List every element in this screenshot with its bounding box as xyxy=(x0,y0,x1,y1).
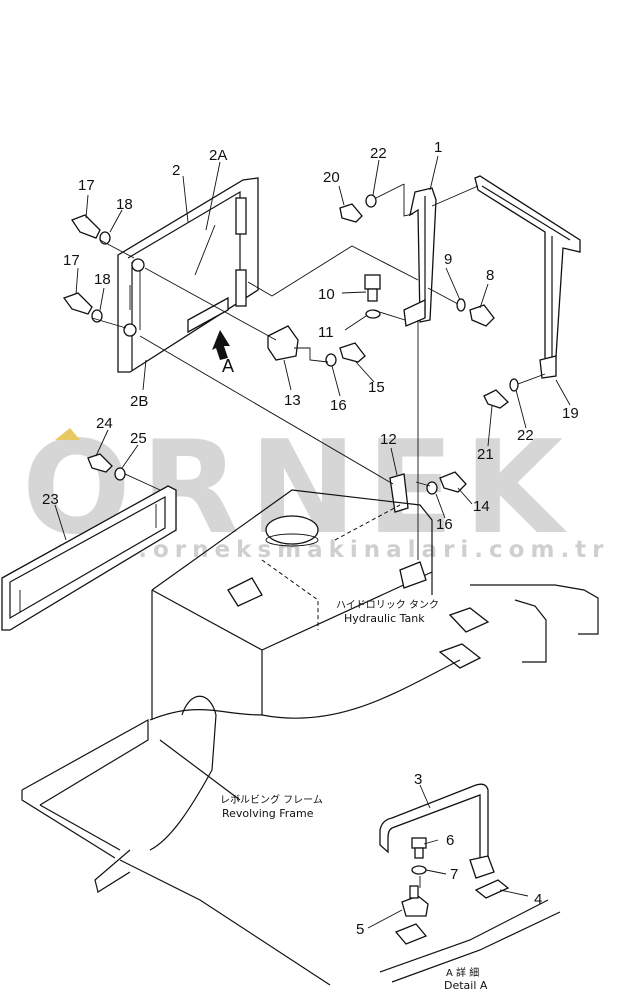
callout-14: 14 xyxy=(473,498,490,515)
washer-25 xyxy=(114,467,126,481)
washer-22b xyxy=(509,378,519,392)
callout-7: 7 xyxy=(450,866,458,883)
callout-11: 11 xyxy=(318,324,334,341)
cover-23 xyxy=(1,485,177,631)
callout-21: 21 xyxy=(477,446,494,463)
callout-18b: 18 xyxy=(94,271,111,288)
washer-16a xyxy=(325,353,337,367)
washer-9 xyxy=(456,298,466,312)
washer-22a xyxy=(365,194,377,208)
callout-2a: 2A xyxy=(209,147,227,164)
callout-13: 13 xyxy=(284,392,301,409)
frame-19 xyxy=(474,175,581,379)
callout-20: 20 xyxy=(323,169,340,186)
callout-6: 6 xyxy=(446,832,454,849)
revolving-frame xyxy=(21,659,561,986)
detail-a-jp-label: A 詳 細 xyxy=(446,966,479,979)
callout-22b: 22 xyxy=(517,427,534,444)
callout-9: 9 xyxy=(444,251,452,268)
hydraulic-tank xyxy=(151,489,599,720)
revolving-frame-en-label: Revolving Frame xyxy=(222,807,314,820)
view-arrow-a: A xyxy=(212,330,234,376)
callout-18a: 18 xyxy=(116,196,133,213)
callout-16b: 16 xyxy=(436,516,453,533)
cover-2 xyxy=(117,177,259,373)
bolt-17b xyxy=(62,292,93,315)
hydraulic-tank-en-label: Hydraulic Tank xyxy=(344,612,425,625)
callout-10: 10 xyxy=(318,286,335,303)
callout-24: 24 xyxy=(96,415,113,432)
callout-19: 19 xyxy=(562,405,579,422)
bracket-5 xyxy=(394,885,429,945)
callout-17b: 17 xyxy=(63,252,80,269)
bolt-17a xyxy=(71,214,101,239)
handle-3 xyxy=(379,783,495,879)
captions: ハイドロリック タンク Hydraulic Tank レボルビング フレーム R… xyxy=(220,599,488,991)
washer-7 xyxy=(411,865,427,875)
bracket-1 xyxy=(403,187,437,327)
assembly-lines xyxy=(91,183,546,560)
callout-4: 4 xyxy=(534,891,542,908)
detail-a-en-label: Detail A xyxy=(444,979,488,991)
callout-1: 1 xyxy=(434,139,442,156)
bolt-10 xyxy=(364,274,381,302)
watermark-accent-icon xyxy=(55,428,80,440)
callout-22a: 22 xyxy=(370,145,387,162)
callout-17a: 17 xyxy=(78,177,95,194)
bolt-24 xyxy=(87,453,113,473)
callout-16a: 16 xyxy=(330,397,347,414)
bolt-6 xyxy=(411,837,427,859)
plate-4 xyxy=(474,879,510,899)
bolt-14 xyxy=(439,471,467,493)
revolving-frame-jp-label: レボルビング フレーム xyxy=(220,793,323,806)
callout-12: 12 xyxy=(380,431,397,448)
callout-2: 2 xyxy=(172,162,180,179)
callout-15: 15 xyxy=(368,379,385,396)
bolt-15 xyxy=(339,342,366,363)
bracket-13 xyxy=(267,325,299,361)
callouts: 1 2 2A 2B 3 4 5 6 7 8 9 10 11 12 13 14 1… xyxy=(42,139,579,938)
callout-25: 25 xyxy=(130,430,147,447)
callout-3: 3 xyxy=(414,771,422,788)
callout-leaders xyxy=(54,155,571,929)
washer-16b xyxy=(426,481,438,495)
view-arrow-label: A xyxy=(222,356,234,376)
bolt-8 xyxy=(469,304,495,327)
bolt-20 xyxy=(339,203,363,223)
bolt-21 xyxy=(483,389,509,409)
callout-5: 5 xyxy=(356,921,364,938)
callout-23: 23 xyxy=(42,491,59,508)
callout-2b: 2B xyxy=(130,393,148,410)
hydraulic-tank-jp-label: ハイドロリック タンク xyxy=(336,599,439,611)
callout-8: 8 xyxy=(486,267,494,284)
detail-leaders xyxy=(419,876,529,897)
